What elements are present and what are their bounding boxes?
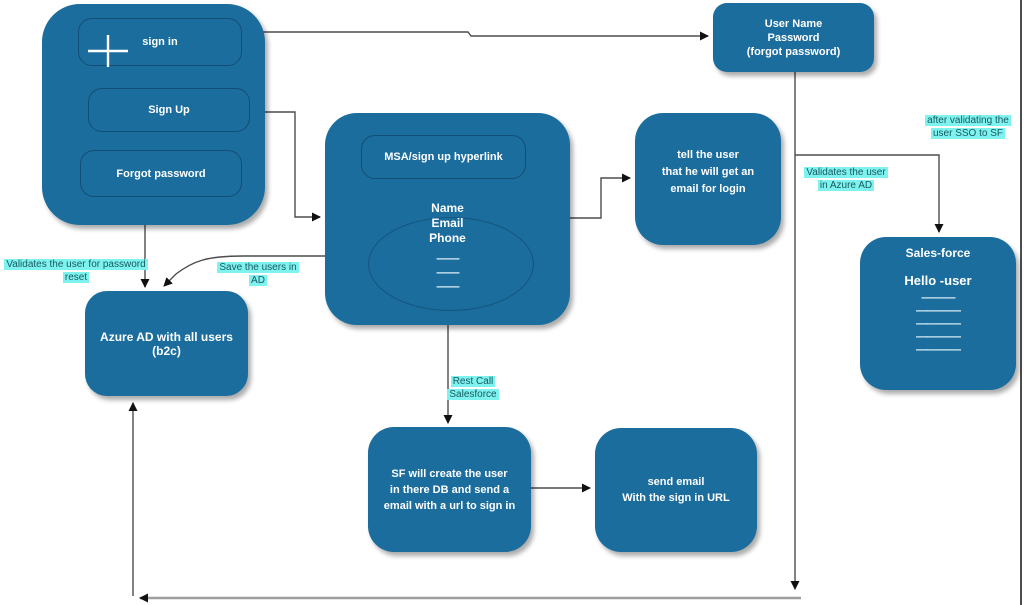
annotation-save-users[interactable]: Save the users in AD [217, 262, 299, 286]
credentials-node[interactable]: User Name Password (forgot password) [713, 3, 874, 72]
sign-in-label: sign in [142, 36, 178, 48]
msa-form-field-lines: —— —— —— [436, 251, 460, 293]
msa-title-box: MSA/sign up hyperlink [361, 135, 526, 179]
tell-user-text: tell the user that he will get an email … [661, 148, 755, 195]
azure-ad-node[interactable]: Azure AD with all users (b2c) [85, 291, 248, 396]
forgot-password-item[interactable]: Forgot password [80, 150, 242, 197]
credentials-text: User Name Password (forgot password) [746, 17, 841, 58]
salesforce-node[interactable]: Sales-force Hello -user ——— ———— ———— ——… [860, 237, 1016, 390]
annotation-password-reset[interactable]: Validates the user for password reset [4, 259, 148, 283]
sign-up-label: Sign Up [148, 104, 190, 116]
send-email-text: send email With the sign in URL [622, 476, 730, 504]
auth-menu-panel[interactable]: sign in Sign Up Forgot password [42, 4, 265, 225]
msa-title-label: MSA/sign up hyperlink [384, 151, 503, 163]
azure-ad-text: Azure AD with all users (b2c) [100, 329, 233, 358]
msa-signup-node[interactable]: MSA/sign up hyperlink Name Email Phone —… [325, 113, 570, 325]
msa-form-fields: Name Email Phone [429, 201, 466, 245]
connector-signin-to-credentials [238, 31, 709, 41]
forgot-password-label: Forgot password [116, 167, 206, 180]
salesforce-title: Sales-force [905, 246, 971, 260]
sf-create-user-text: SF will create the user in there DB and … [383, 467, 516, 512]
annotation-validate-azure[interactable]: Validates the user in Azure AD [804, 167, 888, 191]
sf-create-user-node[interactable]: SF will create the user in there DB and … [368, 427, 531, 552]
tell-user-node[interactable]: tell the user that he will get an email … [635, 113, 781, 245]
salesforce-greeting: Hello -user [904, 273, 972, 288]
annotation-sso-to-sf[interactable]: after validating the user SSO to SF [925, 115, 1011, 139]
sign-in-item[interactable]: sign in [78, 18, 242, 66]
sign-up-item[interactable]: Sign Up [88, 88, 250, 132]
connector-msa-to-tell-user [570, 173, 631, 219]
msa-form-ellipse [368, 217, 534, 311]
annotation-rest-call[interactable]: Rest Call Salesforce [447, 376, 499, 400]
salesforce-field-lines: ——— ———— ———— ———— ———— [916, 290, 961, 356]
plus-icon [88, 35, 128, 67]
send-email-node[interactable]: send email With the sign in URL [595, 428, 757, 552]
